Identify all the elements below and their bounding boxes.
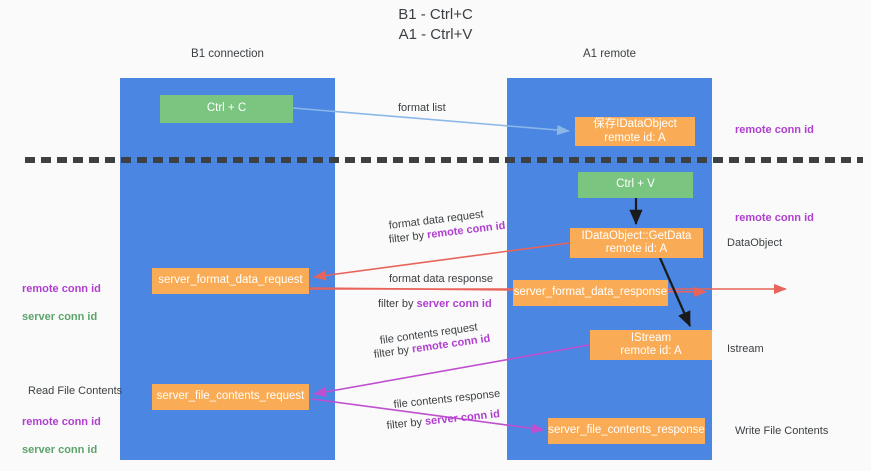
annotation-istream: Istream bbox=[727, 343, 764, 355]
annotation-write-file-contents: Write File Contents bbox=[735, 425, 829, 437]
column-header-a1: A1 remote bbox=[582, 48, 637, 60]
legend-remote-conn-id: remote conn id bbox=[22, 283, 101, 295]
box-server-format-data-request[interactable]: server_format_data_request bbox=[152, 268, 309, 294]
filter-prefix: filter by bbox=[373, 343, 413, 361]
box-idataobject-getdata[interactable]: IDataObject::GetData remote id: A bbox=[570, 228, 703, 258]
box-save-idataobject[interactable]: 保存IDataObject remote id: A bbox=[575, 117, 695, 146]
box-ctrl-v[interactable]: Ctrl + V bbox=[578, 172, 693, 198]
edge-label-format-list: format list bbox=[398, 102, 446, 114]
filter-prefix: filter by bbox=[386, 415, 426, 432]
annotation-dataobject: DataObject bbox=[727, 237, 783, 249]
page-title: B1 - Ctrl+C A1 - Ctrl+V bbox=[0, 5, 871, 45]
annotation-remote-conn-id-top: remote conn id bbox=[735, 124, 814, 136]
column-header-b1: B1 connection bbox=[191, 48, 264, 60]
box-server-file-contents-request[interactable]: server_file_contents_request bbox=[152, 384, 309, 410]
phase-divider bbox=[25, 157, 863, 163]
filter-key-server-conn-id: server conn id bbox=[416, 298, 492, 310]
title-line-2: A1 - Ctrl+V bbox=[398, 26, 473, 43]
annotation-read-file-contents: Read File Contents bbox=[28, 385, 123, 397]
box-istream[interactable]: IStream remote id: A bbox=[590, 330, 712, 360]
box-ctrl-c[interactable]: Ctrl + C bbox=[160, 95, 293, 123]
legend-conn-ids-mid: remote conn id server conn id bbox=[22, 268, 101, 338]
legend-server-conn-id: server conn id bbox=[22, 311, 98, 323]
filter-prefix: filter by bbox=[378, 298, 417, 310]
legend-conn-ids-bottom: remote conn id server conn id bbox=[22, 401, 101, 471]
edge-label-format-data-response: format data response bbox=[389, 273, 493, 285]
filter-prefix: filter by bbox=[388, 229, 428, 246]
legend-server-conn-id: server conn id bbox=[22, 444, 98, 456]
box-server-format-data-response[interactable]: server_format_data_response bbox=[513, 280, 668, 306]
box-server-file-contents-response[interactable]: server_file_contents_response bbox=[548, 418, 705, 444]
filter-key-server-conn-id: server conn id bbox=[424, 408, 501, 428]
legend-remote-conn-id: remote conn id bbox=[22, 416, 101, 428]
title-line-1: B1 - Ctrl+C bbox=[398, 6, 473, 23]
annotation-remote-conn-id-mid: remote conn id bbox=[735, 212, 814, 224]
edge-label-format-data-response-filter: filter by server conn id bbox=[378, 297, 492, 312]
